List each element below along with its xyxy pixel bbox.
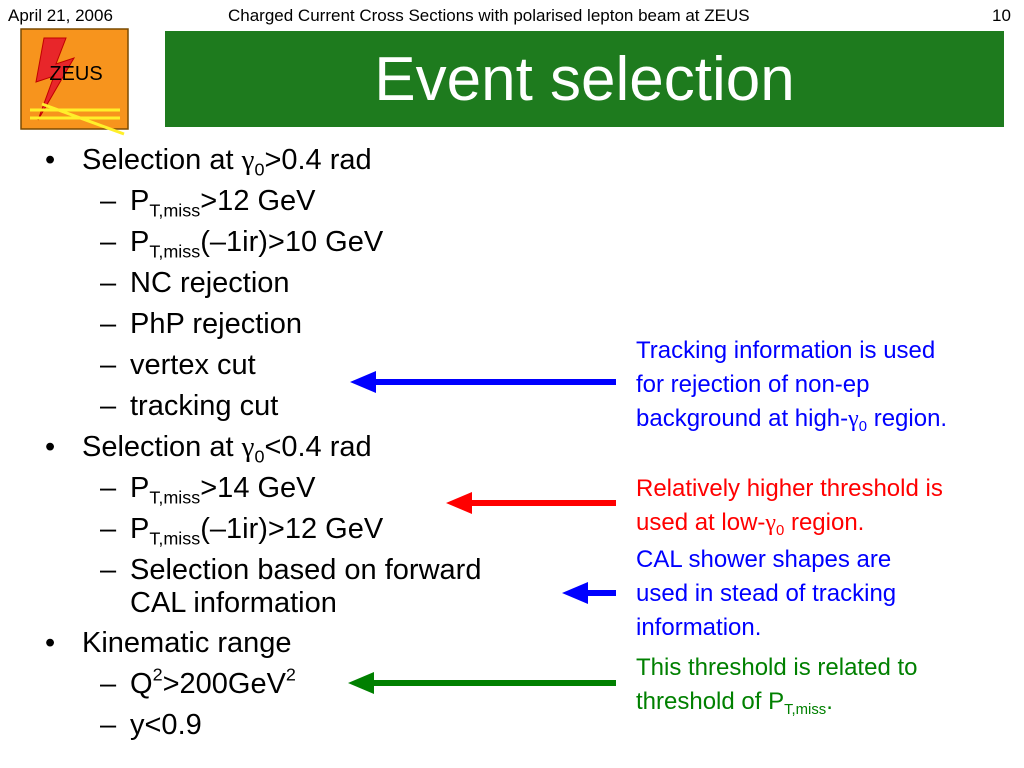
note-text: background at high- <box>636 405 849 432</box>
item-text: (–1ir)>12 GeV <box>200 513 384 545</box>
outline-subitem-y: – y<0.9 <box>100 708 202 742</box>
item-text: Selection at <box>82 144 242 176</box>
item-text: vertex cut <box>130 349 256 381</box>
arrow-blue-cal <box>562 582 616 604</box>
outline-subitem-tracking-cut: – tracking cut <box>100 389 279 423</box>
outline-subitem-vertex-cut: – vertex cut <box>100 348 256 382</box>
superscript: 2 <box>285 664 296 685</box>
slide-header-title: Charged Current Cross Sections with pola… <box>228 6 750 25</box>
dash-icon: – <box>100 308 117 340</box>
gamma-symbol: γ <box>765 510 777 536</box>
slide-title: Event selection <box>374 45 795 114</box>
item-text: PhP rejection <box>130 308 302 340</box>
note-line: used in stead of tracking <box>636 580 897 607</box>
subscript: 0 <box>254 159 265 180</box>
item-text: Selection based on forward <box>130 554 482 586</box>
note-line: Tracking information is used <box>636 337 936 364</box>
subscript: T,miss <box>149 241 201 262</box>
note-text: region. <box>867 405 948 432</box>
dash-icon: – <box>100 349 117 381</box>
note-text: . <box>826 688 833 715</box>
item-text: >0.4 rad <box>264 144 372 176</box>
note-text: region. <box>784 509 865 536</box>
note-line: information. <box>636 614 762 641</box>
item-text: (–1ir)>10 GeV <box>200 226 384 258</box>
gamma-symbol: γ <box>848 406 859 432</box>
item-text: >12 GeV <box>200 185 316 217</box>
item-text: P <box>130 513 150 545</box>
outline-item-selection-low: • Selection at γ0<0.4 rad <box>45 430 372 467</box>
note-line: for rejection of non-ep <box>636 371 870 398</box>
outline-subitem-ptmiss-14: – PT,miss>14 GeV <box>100 471 316 508</box>
item-text: Kinematic range <box>82 627 292 659</box>
dash-icon: – <box>100 668 117 700</box>
dash-icon: – <box>100 554 117 586</box>
dash-icon: – <box>100 185 117 217</box>
item-text: y<0.9 <box>130 709 202 741</box>
dash-icon: – <box>100 472 117 504</box>
item-text: P <box>130 472 150 504</box>
note-line: background at high-γ0 region. <box>636 402 947 436</box>
subscript: T,miss <box>149 200 201 221</box>
outline-subitem-ptmiss-12: – PT,miss>12 GeV <box>100 184 316 221</box>
arrow-blue-tracking <box>350 371 616 393</box>
arrow-red-threshold <box>446 492 616 514</box>
logo-lightning-icon <box>35 37 76 121</box>
subscript: 0 <box>858 419 868 436</box>
item-text: Q <box>130 668 153 700</box>
outline-subitem-php-rejection: – PhP rejection <box>100 307 302 341</box>
gamma-symbol: γ <box>241 144 255 176</box>
note-text: threshold of P <box>636 688 785 715</box>
logo-text: ZEUS <box>49 63 102 85</box>
outline-subitem-ptmiss-1ir-10: – PT,miss(–1ir)>10 GeV <box>100 225 384 262</box>
item-text: NC rejection <box>130 267 290 299</box>
item-text: Selection at <box>82 431 242 463</box>
logo-stripe <box>41 102 125 136</box>
gamma-symbol: γ <box>241 431 255 463</box>
outline-subitem-q2: – Q2>200GeV2 <box>100 664 296 701</box>
dash-icon: – <box>100 513 117 545</box>
item-text: >200GeV <box>162 668 286 700</box>
item-text: P <box>130 226 150 258</box>
note-line: Relatively higher threshold is <box>636 475 943 502</box>
outline-item-selection-high: • Selection at γ0>0.4 rad <box>45 143 372 180</box>
note-line: used at low-γ0 region. <box>636 506 864 540</box>
dash-icon: – <box>100 390 117 422</box>
subscript: 0 <box>776 523 785 540</box>
outline-item-kinematic-range: • Kinematic range <box>45 626 292 660</box>
arrow-green-related <box>348 672 616 694</box>
item-text: P <box>130 185 150 217</box>
outline-subitem-forward-cal-cont: CAL information <box>130 586 337 620</box>
item-text: >14 GeV <box>200 472 316 504</box>
dash-icon: – <box>100 226 117 258</box>
note-line: CAL shower shapes are <box>636 546 892 573</box>
bullet-icon: • <box>45 627 56 659</box>
subscript: T,miss <box>784 702 827 719</box>
outline-subitem-ptmiss-1ir-12: – PT,miss(–1ir)>12 GeV <box>100 512 384 549</box>
zeus-logo: ZEUS <box>20 28 129 136</box>
bullet-icon: • <box>45 431 56 463</box>
bullet-icon: • <box>45 144 56 176</box>
slide-page-number: 10 <box>992 6 1011 25</box>
dash-icon: – <box>100 709 117 741</box>
outline-subitem-forward-cal: – Selection based on forward <box>100 553 482 587</box>
note-text: used at low- <box>636 509 766 536</box>
item-text: CAL information <box>130 587 337 619</box>
note-line: threshold of PT,miss. <box>636 685 833 719</box>
subscript: 0 <box>254 446 265 467</box>
subscript: T,miss <box>149 528 201 549</box>
item-text: <0.4 rad <box>264 431 372 463</box>
outline-subitem-nc-rejection: – NC rejection <box>100 266 290 300</box>
dash-icon: – <box>100 267 117 299</box>
superscript: 2 <box>152 664 163 685</box>
subscript: T,miss <box>149 487 201 508</box>
item-text: tracking cut <box>130 390 279 422</box>
title-banner: Event selection <box>165 31 1004 127</box>
slide-date: April 21, 2006 <box>8 6 113 25</box>
note-line: This threshold is related to <box>636 654 918 681</box>
